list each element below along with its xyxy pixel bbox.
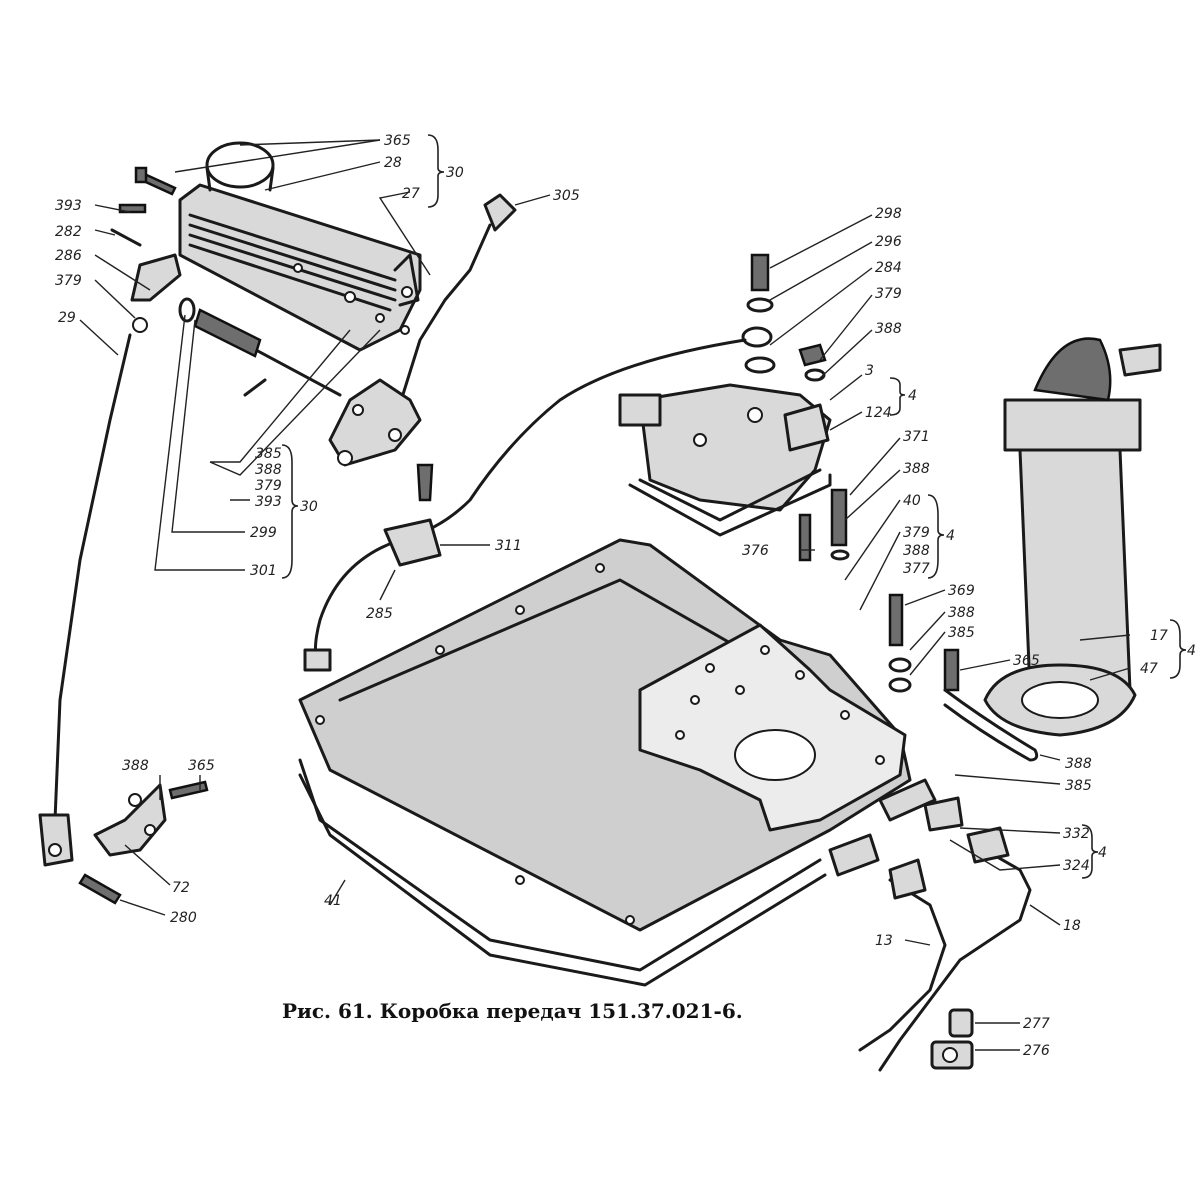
bolt-298 xyxy=(744,253,776,374)
oil-cooler xyxy=(178,141,422,352)
valve-block xyxy=(618,383,832,537)
bolt-369 xyxy=(888,593,912,693)
long-rod-29 xyxy=(38,203,182,867)
label-388-mid: 388 xyxy=(255,462,282,478)
label-298: 298 xyxy=(875,206,902,222)
braces xyxy=(281,134,1187,879)
leader-lines xyxy=(79,139,1131,1051)
filter-cylinder xyxy=(983,337,1162,737)
label-365-top: 365 xyxy=(384,133,411,149)
label-388-right: 388 xyxy=(903,461,930,477)
label-4-pipes: 4 xyxy=(1098,845,1107,861)
label-28: 28 xyxy=(384,155,402,171)
gasket-388-385 xyxy=(943,688,1039,762)
label-388-cyl: 388 xyxy=(948,605,975,621)
label-365-bracket: 365 xyxy=(188,758,215,774)
fitting-276 xyxy=(930,1040,974,1070)
fitting-277 xyxy=(948,1008,974,1038)
label-385-mid: 385 xyxy=(255,446,282,462)
bolt-365 xyxy=(134,166,177,196)
cover-plate xyxy=(298,538,937,987)
label-282: 282 xyxy=(55,224,82,240)
label-13: 13 xyxy=(875,933,893,949)
label-3: 3 xyxy=(865,363,874,379)
label-388-right2: 388 xyxy=(903,543,930,559)
nut-379-388 xyxy=(798,343,827,382)
label-284: 284 xyxy=(875,260,902,276)
label-301: 301 xyxy=(250,563,277,579)
label-40: 40 xyxy=(903,493,921,509)
label-4-right: 4 xyxy=(946,528,955,544)
label-388-bracket: 388 xyxy=(122,758,149,774)
label-277: 277 xyxy=(1023,1016,1050,1032)
label-285: 285 xyxy=(366,606,393,622)
label-388-valve: 388 xyxy=(875,321,902,337)
label-4-cyl: 4 xyxy=(1187,643,1196,659)
label-41: 41 xyxy=(324,893,342,909)
label-276: 276 xyxy=(1023,1043,1050,1059)
label-30-mid: 30 xyxy=(300,499,318,515)
label-280: 280 xyxy=(170,910,197,926)
label-377: 377 xyxy=(903,561,930,577)
label-4-valve: 4 xyxy=(908,388,917,404)
label-305: 305 xyxy=(553,188,580,204)
label-379-mid: 379 xyxy=(255,478,282,494)
label-369: 369 xyxy=(948,583,975,599)
label-30-top: 30 xyxy=(446,165,464,181)
bracket-72 xyxy=(78,780,209,905)
label-299: 299 xyxy=(250,525,277,541)
label-72: 72 xyxy=(172,880,190,896)
label-29: 29 xyxy=(58,310,76,326)
label-379-right: 379 xyxy=(903,525,930,541)
label-124: 124 xyxy=(865,405,892,421)
label-17: 17 xyxy=(1150,628,1168,644)
label-286: 286 xyxy=(55,248,82,264)
bolt-365-right xyxy=(943,648,960,692)
label-311: 311 xyxy=(495,538,522,554)
label-388-low: 388 xyxy=(1065,756,1092,772)
shift-lever xyxy=(328,193,517,467)
label-379-valve: 379 xyxy=(875,286,902,302)
figure-caption: Рис. 61. Коробка передач 151.37.021-6. xyxy=(282,999,743,1023)
label-393-mid: 393 xyxy=(255,494,282,510)
part-labels: 365 28 30 27 305 393 282 286 379 29 385 … xyxy=(55,133,1196,1059)
label-332: 332 xyxy=(1063,826,1090,842)
bolt-371 xyxy=(798,488,850,562)
oil-pipes xyxy=(858,796,1032,1072)
label-371: 371 xyxy=(903,429,930,445)
label-296: 296 xyxy=(875,234,902,250)
label-385-cyl: 385 xyxy=(948,625,975,641)
label-385-low: 385 xyxy=(1065,778,1092,794)
label-393: 393 xyxy=(55,198,82,214)
flexible-hose xyxy=(303,326,773,672)
label-47: 47 xyxy=(1140,661,1158,677)
label-376: 376 xyxy=(742,543,769,559)
label-18: 18 xyxy=(1063,918,1081,934)
label-324: 324 xyxy=(1063,858,1090,874)
label-365-cyl: 365 xyxy=(1013,653,1040,669)
shift-rod xyxy=(178,297,342,397)
label-379-left: 379 xyxy=(55,273,82,289)
label-27: 27 xyxy=(402,186,420,202)
